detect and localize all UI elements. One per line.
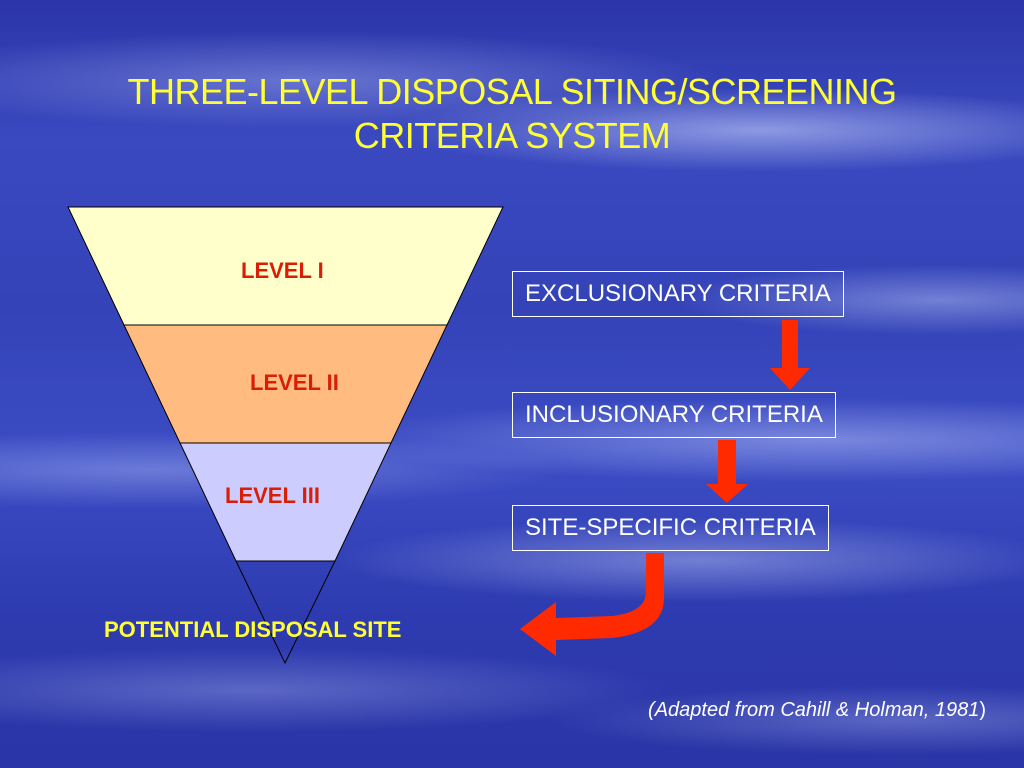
citation-close-paren: ) [979,699,986,721]
level-2-label: LEVEL II [250,370,339,395]
down-arrow-2 [706,440,748,503]
slide-title: THREE-LEVEL DISPOSAL SITING/SCREENING CR… [40,70,984,158]
site-specific-criteria-box: SITE-SPECIFIC CRITERIA [512,505,829,551]
slide-title-line-2: CRITERIA SYSTEM [353,115,671,156]
citation: (Adapted from Cahill & Holman, 1981) [648,699,986,722]
curved-return-arrow [520,553,664,656]
slide-title-line-1: THREE-LEVEL DISPOSAL SITING/SCREENING [127,71,897,112]
funnel-tip [235,560,336,665]
level-1-label: LEVEL I [241,258,324,283]
citation-text: (Adapted from Cahill & Holman, 1981 [648,699,980,721]
potential-disposal-site-label: POTENTIAL DISPOSAL SITE [104,617,402,642]
level-3-label: LEVEL III [225,483,320,508]
inclusionary-criteria-box: INCLUSIONARY CRITERIA [512,392,836,438]
down-arrow-1 [770,320,810,390]
exclusionary-criteria-box: EXCLUSIONARY CRITERIA [512,271,844,317]
